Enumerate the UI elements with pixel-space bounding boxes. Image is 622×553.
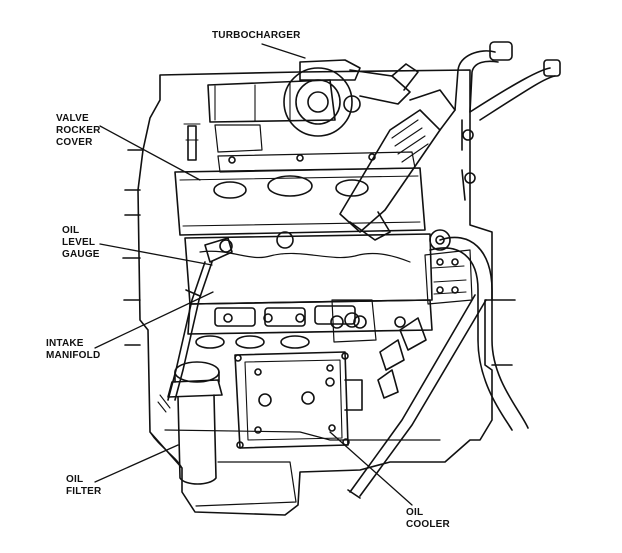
valve-rocker-cover	[174, 123, 426, 249]
leader-valve-rocker-cover	[99, 125, 201, 181]
leader-oil-filter	[94, 444, 179, 483]
leader-oil-level-gauge	[99, 243, 213, 266]
callout-leaders	[94, 43, 413, 506]
oil-cooler	[234, 351, 363, 449]
oil-pan	[149, 431, 297, 507]
label-intake-manifold: INTAKE MANIFOLD	[46, 338, 101, 361]
leader-intake-manifold	[94, 291, 214, 349]
label-oil-level-gauge: OIL LEVEL GAUGE	[62, 225, 100, 260]
coolant-hoses	[429, 41, 561, 431]
turbocharger	[207, 59, 419, 153]
air-crossover-pipe	[339, 89, 456, 241]
oil-filter	[157, 361, 223, 485]
label-turbocharger: TURBOCHARGER	[212, 30, 301, 41]
label-oil-filter: OIL FILTER	[66, 474, 102, 497]
leader-oil-cooler	[329, 431, 413, 506]
label-oil-cooler: OIL COOLER	[406, 507, 450, 530]
intake-manifold	[184, 233, 433, 349]
oil-cooler-lines	[347, 294, 487, 499]
label-valve-rocker-cover: VALVE ROCKER COVER	[56, 113, 101, 148]
leader-turbocharger	[261, 43, 306, 59]
